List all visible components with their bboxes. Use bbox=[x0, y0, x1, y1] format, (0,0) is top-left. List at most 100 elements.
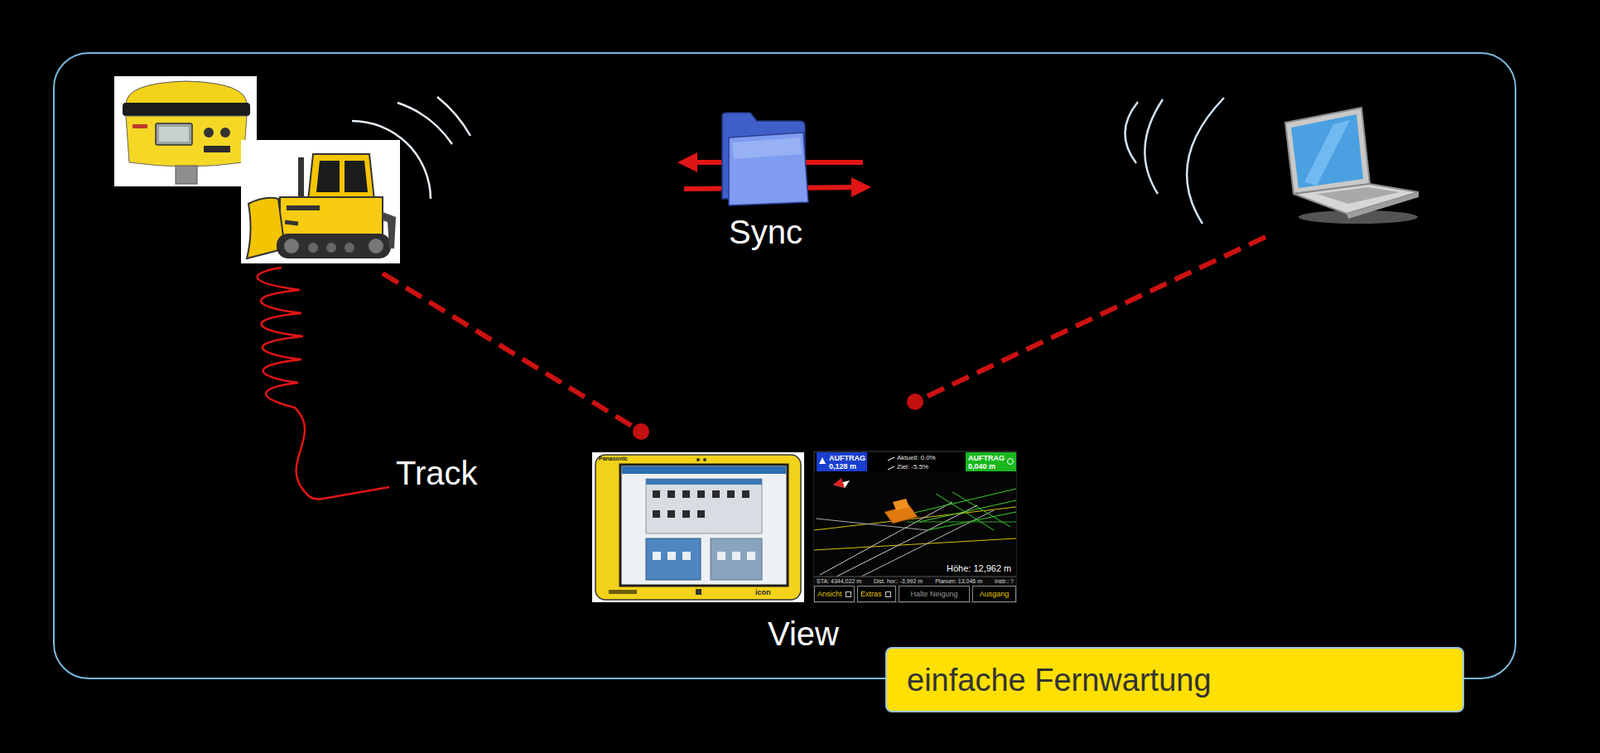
status-readout: Planum: 13,046 m bbox=[934, 577, 983, 586]
status-box: AUFTRAG0,040 m bbox=[965, 452, 1017, 472]
box-text: AUFTRAG bbox=[828, 453, 866, 463]
bulldozer bbox=[240, 139, 400, 264]
menu-button: Ausgang bbox=[972, 585, 1017, 603]
tablet-part bbox=[696, 457, 700, 462]
bulldozer-part bbox=[344, 242, 355, 253]
dashed-link-part bbox=[632, 423, 650, 440]
direction-symbol bbox=[819, 457, 826, 464]
label-wrap: View bbox=[767, 614, 839, 653]
status-box: AUFTRAG0,128 m bbox=[816, 452, 868, 472]
tablet-part bbox=[621, 466, 786, 474]
checkbox-symbol bbox=[885, 591, 892, 598]
label-wrap: Aktuell: 0.0% bbox=[896, 453, 936, 462]
gnss-receiver-part bbox=[132, 124, 148, 129]
sync-icon-part bbox=[732, 137, 802, 160]
tablet-part bbox=[695, 588, 702, 595]
guidance-screen-part bbox=[919, 500, 1017, 522]
bulldozer-part bbox=[279, 197, 383, 236]
gnss-receiver-part bbox=[203, 145, 231, 153]
note-box: einfache Fernwartung bbox=[885, 646, 1465, 713]
signal-arcs-part bbox=[1144, 99, 1163, 194]
tablet-part bbox=[727, 490, 735, 498]
gnss-receiver-part bbox=[125, 115, 247, 167]
label-wrap: Höhe: 12,962 m bbox=[944, 563, 1013, 574]
bulldozer-part bbox=[344, 160, 368, 193]
sync-icon-part bbox=[728, 132, 809, 206]
gnss-receiver-part bbox=[175, 165, 198, 184]
section-label: View bbox=[767, 614, 839, 653]
status-row: STA: 4344,022 mDist. hor.: -3,992 mPlanu… bbox=[814, 577, 1017, 586]
box-text: Halte Neigung bbox=[910, 589, 958, 599]
tablet-part bbox=[682, 551, 691, 560]
frame bbox=[53, 53, 1516, 679]
guidance-screen-part bbox=[910, 488, 1017, 514]
laptop-part bbox=[1304, 120, 1350, 186]
laptop bbox=[1285, 107, 1419, 224]
box-text: 0,128 m bbox=[828, 462, 866, 471]
frame-part bbox=[53, 53, 1516, 679]
tablet-part bbox=[682, 490, 690, 498]
menu-button: Ansicht bbox=[814, 585, 855, 603]
section-label: Track bbox=[395, 453, 478, 492]
dashed-link-part bbox=[382, 273, 635, 428]
bulldozer-part bbox=[382, 212, 396, 249]
signal-arcs bbox=[1124, 97, 1225, 224]
status-readout: Instr.: ? bbox=[994, 577, 1014, 586]
guidance-screen-part bbox=[927, 511, 1017, 531]
dashed-link bbox=[382, 236, 1266, 440]
gnss-receiver bbox=[114, 76, 257, 187]
guidance-screen-part bbox=[814, 472, 1017, 577]
box-text: Ansicht bbox=[817, 589, 843, 599]
bulldozer-part bbox=[326, 242, 337, 253]
tablet-part bbox=[595, 454, 801, 600]
menu-button: Halte Neigung bbox=[898, 585, 970, 603]
laptop-part bbox=[1291, 114, 1364, 188]
checkbox-symbol bbox=[845, 591, 852, 598]
tablet bbox=[592, 452, 805, 603]
guidance-screen-part bbox=[815, 518, 928, 531]
guidance-screen-part bbox=[814, 576, 1017, 578]
signal-arcs-part bbox=[437, 96, 471, 136]
brand-label: Panasonic bbox=[598, 455, 628, 463]
gnss-receiver-part bbox=[159, 126, 189, 142]
box-text: einfache Fernwartung bbox=[906, 661, 1443, 699]
guidance-screen-part bbox=[833, 477, 845, 488]
sync-icon bbox=[677, 112, 872, 206]
guidance-screen-part bbox=[887, 457, 895, 470]
tablet-part bbox=[620, 464, 788, 586]
track-path-part bbox=[257, 267, 390, 500]
guidance-screen-part bbox=[814, 538, 1017, 550]
signal-arcs-part bbox=[1124, 101, 1138, 164]
tablet-part bbox=[645, 478, 762, 534]
section-label: Sync bbox=[728, 212, 803, 251]
track-path bbox=[257, 267, 390, 500]
signal-arcs bbox=[351, 96, 471, 199]
bulldozer-part bbox=[308, 242, 319, 253]
bulldozer-part bbox=[284, 238, 299, 254]
screen-readout: Höhe: 12,962 m bbox=[944, 563, 1013, 574]
tablet-part bbox=[645, 538, 701, 580]
label-wrap: icon bbox=[755, 587, 772, 597]
bulldozer-part bbox=[368, 238, 384, 254]
bulldozer-part bbox=[316, 160, 340, 193]
tablet-part bbox=[742, 490, 750, 498]
tablet-part bbox=[592, 452, 805, 603]
tablet-part bbox=[703, 457, 707, 462]
gnss-receiver-part bbox=[122, 102, 251, 116]
box-text: AUFTRAG bbox=[968, 453, 1006, 463]
label-wrap: Sync bbox=[728, 212, 803, 251]
box-text: Ausgang bbox=[979, 589, 1010, 599]
menu-button: Extras bbox=[857, 585, 897, 603]
tablet-part bbox=[682, 510, 690, 518]
status-readout: Dist. hor.: -3,992 m bbox=[873, 577, 923, 586]
gnss-receiver-part bbox=[203, 127, 214, 138]
laptop-part bbox=[1316, 187, 1400, 204]
signal-arcs-part bbox=[1186, 97, 1225, 224]
guidance-screen bbox=[814, 451, 1017, 603]
guidance-screen-part bbox=[814, 576, 1017, 586]
guidance-screen-part bbox=[892, 498, 910, 511]
dashed-link-part bbox=[922, 236, 1266, 399]
tablet-part bbox=[667, 490, 675, 498]
tablet-part bbox=[652, 551, 756, 560]
